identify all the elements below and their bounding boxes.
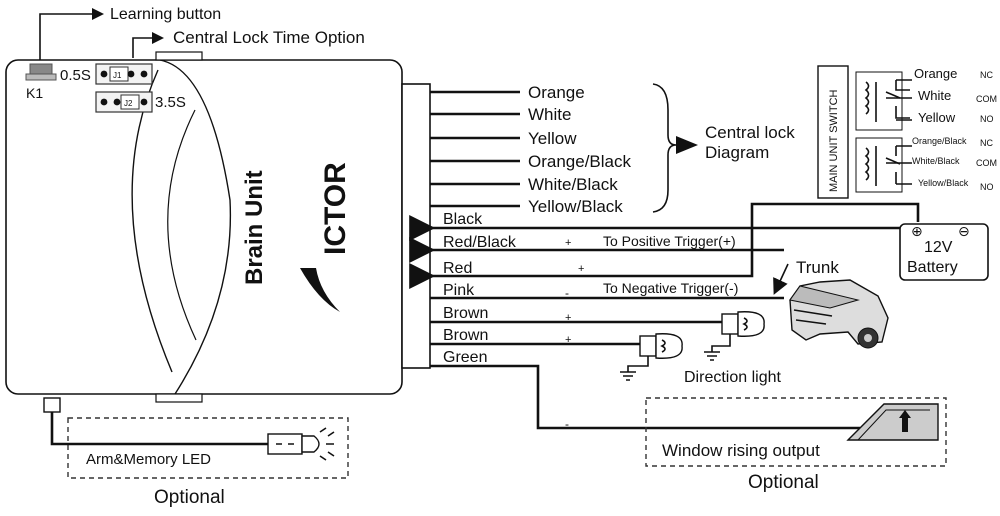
brand-text: ICTOR — [319, 162, 352, 255]
victor-logo: ICTOR — [300, 162, 352, 312]
minus-sign: - — [565, 286, 569, 300]
brain-unit — [5, 51, 403, 403]
main-unit-switch: MAIN UNIT SWITCH Orange White Yellow Ora… — [817, 65, 997, 199]
switch-bottom-label: White/Black — [912, 156, 960, 166]
time-05-label: 0.5S — [60, 67, 91, 84]
contact-label: COM — [976, 158, 997, 168]
central-lock-time-label: Central Lock Time Option — [173, 28, 365, 47]
switch-bottom-label: Yellow/Black — [918, 178, 969, 188]
j2-label: J2 — [124, 99, 133, 108]
led-optional-box: Arm&Memory LED — [43, 397, 349, 479]
battery-label: Battery — [907, 259, 958, 276]
j1-label: J1 — [113, 71, 122, 80]
lock-wire-label: Orange/Black — [528, 152, 631, 171]
lock-wire-label: Yellow — [528, 129, 577, 148]
central-lock-label: Diagram — [705, 143, 769, 162]
optional-label: Optional — [748, 472, 819, 493]
lock-wire-label: White — [528, 105, 571, 124]
minus-sign: - — [565, 417, 569, 431]
wire-label: Pink — [443, 282, 475, 299]
direction-light-icon — [620, 311, 765, 381]
lock-wire-label: Orange — [528, 83, 585, 102]
wire-label: Brown — [443, 327, 488, 344]
battery-plus-icon: ⊕ — [911, 223, 923, 239]
battery-label: 12V — [924, 239, 953, 256]
plus-sign: + — [565, 334, 571, 346]
wire-label: Green — [443, 349, 487, 366]
wire-label: Black — [443, 211, 483, 228]
switch-top-label: Yellow — [918, 110, 956, 125]
k1-button[interactable] — [25, 63, 57, 81]
j1-jumper[interactable]: J1 — [95, 63, 153, 85]
battery: ⊕ ⊖ 12V Battery — [899, 223, 989, 281]
central-lock-arrow — [676, 136, 698, 154]
k1-label: K1 — [26, 85, 43, 101]
plus-sign: + — [565, 237, 571, 249]
plus-sign: + — [578, 263, 584, 275]
wire-connector — [401, 83, 431, 369]
learning-button-label: Learning button — [110, 6, 221, 23]
learning-button-callout: Learning button — [39, 6, 221, 60]
wire-label: Brown — [443, 305, 488, 322]
contact-label: NC — [980, 138, 993, 148]
window-optional-box: Window rising output — [645, 397, 947, 467]
time-35-label: 3.5S — [155, 94, 186, 111]
switch-title: MAIN UNIT SWITCH — [828, 89, 840, 192]
direction-light-label: Direction light — [684, 369, 781, 386]
wire-label: Red — [443, 260, 472, 277]
plus-sign: + — [565, 312, 571, 324]
lock-wire-brace — [652, 83, 677, 213]
lock-wire-label: Yellow/Black — [528, 197, 623, 216]
battery-minus-icon: ⊖ — [958, 223, 970, 239]
led-label: Arm&Memory LED — [86, 451, 211, 468]
central-lock-time-callout: Central Lock Time Option — [132, 28, 365, 58]
optional-label: Optional — [154, 487, 225, 508]
switch-bottom-label: Orange/Black — [912, 136, 967, 146]
contact-label: NO — [980, 182, 994, 192]
arrow-up-icon — [899, 410, 911, 432]
car-trunk-icon — [773, 263, 889, 349]
contact-label: NO — [980, 114, 994, 124]
positive-trigger-label: To Positive Trigger(+) — [603, 233, 736, 249]
central-lock-label: Central lock — [705, 123, 795, 142]
negative-trigger-label: To Negative Trigger(-) — [603, 280, 738, 296]
window-output-label: Window rising output — [662, 441, 820, 460]
unit-title: Brain Unit — [241, 170, 268, 285]
contact-label: NC — [980, 70, 993, 80]
lock-wire-label: White/Black — [528, 175, 618, 194]
contact-label: COM — [976, 94, 997, 104]
switch-top-label: Orange — [914, 66, 957, 81]
switch-top-label: White — [918, 88, 951, 103]
trunk-label: Trunk — [796, 258, 839, 277]
central-lock-wires: Orange White Yellow Orange/Black White/B… — [430, 83, 631, 216]
wire-label: Red/Black — [443, 234, 517, 251]
j2-jumper[interactable]: J2 — [95, 91, 153, 113]
